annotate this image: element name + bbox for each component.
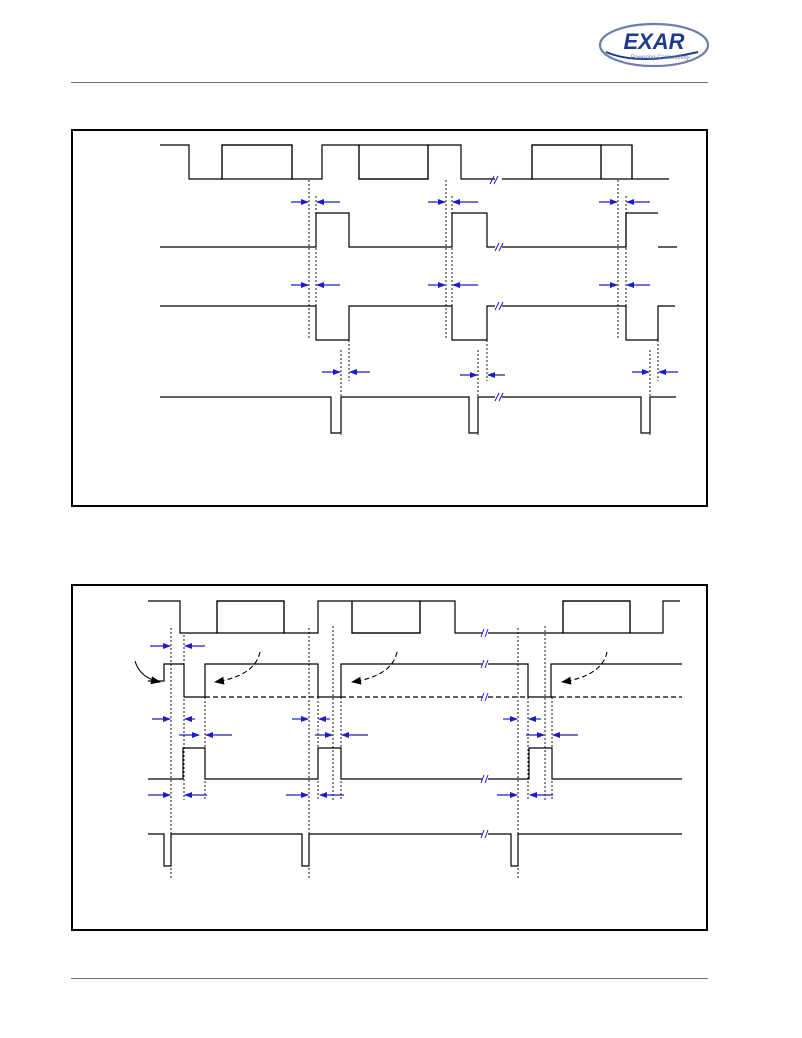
d2-waveform-row2-cont [488,663,682,698]
double-slash-break-icon [480,628,489,638]
d2-waveform-row3-cont [488,747,682,780]
logo-tagline: Powering Connectivity [630,55,690,61]
d1-waveform-row3-cont [502,305,675,341]
double-slash-break-icon [480,692,489,702]
d1-break-marks [489,175,504,402]
d1-waveform-row4-cont [502,396,676,434]
d2-waveform-bus-cont [488,600,680,634]
double-slash-break-icon [480,829,489,839]
d2-reference-lines [170,626,553,878]
d2-waveform-row4-cont [488,833,682,867]
d1-waveform-bus-cont [502,144,669,180]
d2-bus-box-2 [351,600,421,634]
d2-waveform-row3 [148,747,482,780]
d2-waveform-row4 [148,833,482,867]
header-rule [71,82,708,83]
d1-waveform-row4 [160,396,495,434]
arrow-icon [134,660,161,685]
d2-timing-arrows [148,643,578,798]
double-slash-break-icon [494,301,504,311]
timing-diagram-frame-1 [71,129,708,507]
double-slash-break-icon [480,659,489,669]
d1-timing-arrows [291,199,678,378]
d1-waveform-row2-cont [502,212,677,248]
double-slash-break-icon [494,392,504,402]
d2-bus-box-1 [216,600,285,634]
d2-waveform-bus [148,600,482,634]
double-slash-break-icon [494,242,504,252]
d1-bus-box-2 [358,144,429,180]
d2-waveform-row2 [148,663,482,698]
d1-waveform-row3 [160,305,495,341]
d1-bus-box-1 [221,144,293,180]
diagram-2 [148,600,682,867]
logo-wordmark: EXAR [623,29,684,54]
double-slash-break-icon [480,774,489,784]
d1-reference-lines [308,180,659,435]
d1-waveform-bus [160,144,495,180]
double-slash-break-icon [489,175,499,185]
arrow-icon [351,651,398,685]
timing-diagram-frame-2 [71,584,708,931]
d1-waveform-row2 [160,212,495,248]
d2-break-marks [480,628,489,839]
arrow-icon [561,651,608,685]
d1-bus-box-3 [531,144,602,180]
arrow-icon [214,651,261,685]
exar-logo: EXAR Powering Connectivity [598,22,710,68]
d2-bus-box-3 [562,600,631,634]
d2-causality-arrows [134,651,608,685]
footer-rule [71,978,708,979]
diagram-1 [160,144,677,434]
